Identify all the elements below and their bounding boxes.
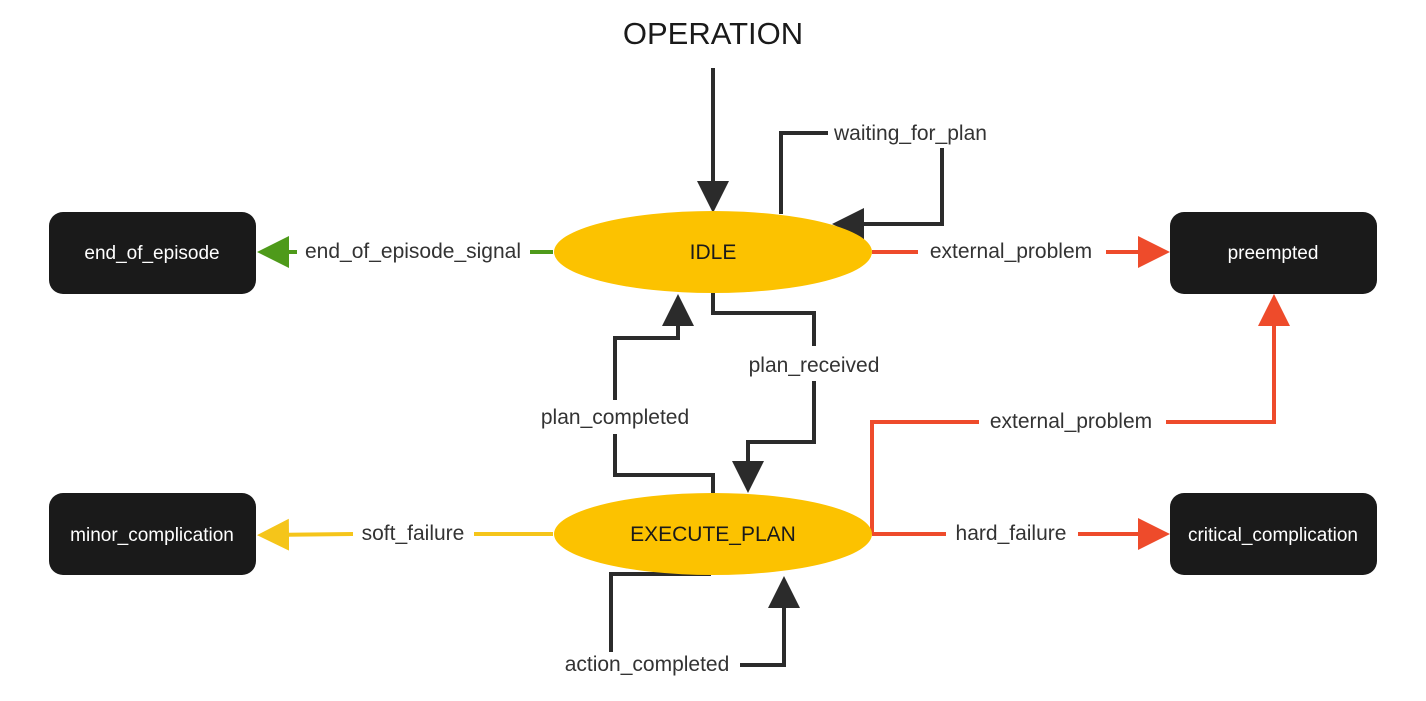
edge-plan-received-a: [711, 293, 816, 346]
label-action-completed: action_completed: [565, 653, 730, 676]
edge-plan-completed-b: [613, 294, 694, 400]
edge-waiting-for-plan: [779, 131, 944, 224]
diagram-title: OPERATION: [623, 16, 803, 51]
terminal-minor-complication[interactable]: minor_complication: [49, 493, 256, 575]
edge-plan-received-b: [732, 381, 816, 493]
edge-soft-failure-b: [257, 518, 354, 551]
state-idle-label: IDLE: [690, 241, 737, 264]
edge-plan-completed-a: [613, 434, 715, 493]
terminal-end-of-episode-label: end_of_episode: [84, 243, 219, 264]
terminal-preempted[interactable]: preempted: [1170, 212, 1377, 294]
terminal-preempted-label: preempted: [1228, 243, 1319, 264]
edge-action-completed-a: [609, 572, 711, 652]
label-hard-failure: hard_failure: [956, 522, 1067, 545]
terminal-critical-complication-label: critical_complication: [1188, 525, 1358, 546]
label-external-problem-idle: external_problem: [930, 240, 1092, 263]
terminal-end-of-episode[interactable]: end_of_episode: [49, 212, 256, 294]
label-plan-received: plan_received: [749, 354, 880, 377]
state-execute-plan[interactable]: EXECUTE_PLAN: [554, 493, 872, 575]
label-end-of-episode-signal: end_of_episode_signal: [305, 240, 521, 263]
label-soft-failure: soft_failure: [362, 522, 465, 545]
state-execute-plan-label: EXECUTE_PLAN: [630, 523, 796, 546]
state-idle[interactable]: IDLE: [554, 211, 872, 293]
edge-action-completed-b: [740, 576, 800, 667]
terminal-minor-complication-label: minor_complication: [70, 525, 234, 546]
edge-external-problem-exec-b: [1166, 294, 1290, 424]
label-waiting-for-plan: waiting_for_plan: [833, 122, 987, 145]
label-external-problem-exec: external_problem: [990, 410, 1152, 433]
label-plan-completed: plan_completed: [541, 406, 689, 429]
terminal-critical-complication[interactable]: critical_complication: [1170, 493, 1377, 575]
edge-external-problem-exec-a: [870, 420, 979, 534]
